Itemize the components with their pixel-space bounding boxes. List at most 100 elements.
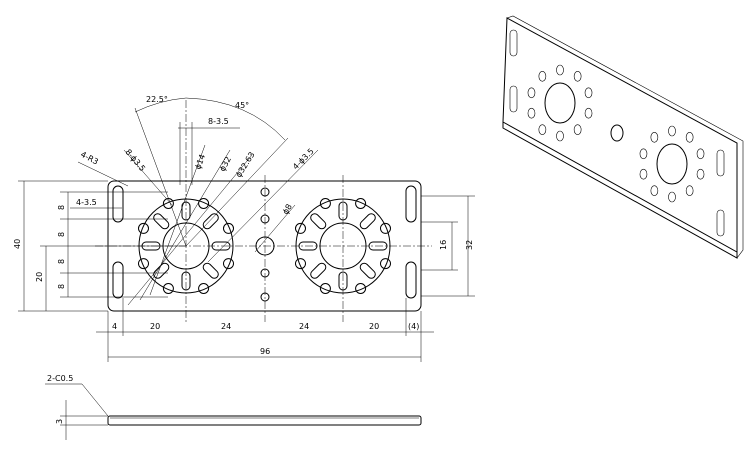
label-w20a: 20 (150, 322, 160, 331)
slot-hole (211, 241, 231, 251)
iso-middle-hole (610, 124, 624, 142)
slot-hole (298, 241, 318, 251)
round-hole (138, 222, 150, 234)
label-w20b: 20 (369, 322, 379, 331)
iso-hole (685, 185, 694, 196)
iso-hole (696, 168, 705, 180)
side-plate (107, 415, 422, 426)
leader-d32 (139, 149, 231, 301)
leader-d35-8 (123, 149, 173, 206)
angle-arc-small (134, 97, 187, 113)
iso-hole (527, 87, 536, 99)
iso-hole (556, 130, 564, 142)
vertical-dimensions-left: 40 20 8 8 8 8 4-3.5 (13, 180, 186, 312)
label-d35-8: 8-ϕ3.5 (123, 148, 147, 174)
round-hole (138, 258, 150, 270)
iso-plate-edge (506, 15, 744, 259)
label-r16: 16 (439, 240, 448, 250)
label-w4p: (4) (408, 322, 419, 331)
iso-hole (573, 71, 582, 82)
side-view: 2-C0.5 3 (45, 374, 422, 440)
iso-center-hole (544, 82, 576, 124)
label-r32: 32 (465, 240, 474, 250)
round-hole (198, 198, 210, 210)
horizontal-dimensions: 4 20 24 24 20 (4) 96 (96, 298, 434, 362)
iso-hole (584, 87, 593, 99)
slot-hole (181, 271, 191, 291)
iso-hole (527, 107, 536, 119)
middle-hole (260, 292, 270, 302)
round-hole (295, 258, 307, 270)
iso-slot (716, 209, 725, 237)
angle-arc-large (185, 97, 286, 141)
edge-slot (112, 261, 124, 299)
edge-slot (112, 185, 124, 223)
label-h40: 40 (13, 239, 22, 249)
iso-hole (650, 132, 659, 143)
slot-hole (202, 262, 219, 279)
slot-hole (338, 271, 348, 291)
leader-chamfer (81, 383, 109, 417)
label-w24a: 24 (221, 322, 231, 331)
vertical-dimensions-right: 32 16 (421, 195, 475, 297)
iso-hole (639, 148, 648, 160)
round-hole (222, 258, 234, 270)
round-hole (295, 222, 307, 234)
label-angle-small: 22.5° (146, 95, 168, 104)
label-chamfer: 2-C0.5 (47, 374, 73, 383)
label-holes-8: 8-3.5 (208, 117, 229, 126)
round-hole (198, 282, 210, 294)
iso-slot (509, 29, 518, 57)
left-round-holes (138, 198, 234, 294)
iso-hole (639, 168, 648, 180)
round-hole (379, 258, 391, 270)
label-v8b: 8 (57, 232, 66, 237)
label-d14: ϕ14 (193, 153, 207, 171)
label-h20: 20 (35, 272, 44, 282)
label-d8: ϕ8 (281, 203, 294, 216)
middle-hole (260, 214, 270, 224)
right-bolt-circle (295, 198, 391, 294)
angular-dimensions: 22.5° 45° 8-3.5 4-R3 8-ϕ3.5 ϕ14 ϕ32 ϕ32.… (77, 95, 319, 306)
iso-hole (538, 124, 547, 135)
round-hole (355, 198, 367, 210)
iso-hole (685, 132, 694, 143)
right-motor-pattern (295, 198, 391, 294)
iso-hole (650, 185, 659, 196)
slot-hole (359, 262, 376, 279)
round-hole (319, 198, 331, 210)
label-slot-4: 4-3.5 (76, 198, 97, 207)
iso-slot (716, 149, 725, 177)
leader-d35-4 (207, 149, 319, 263)
label-w24b: 24 (299, 322, 309, 331)
middle-hole (260, 187, 270, 197)
edge-slot (405, 185, 417, 223)
iso-hole (668, 125, 676, 137)
round-hole (355, 282, 367, 294)
angle-ray (134, 107, 187, 247)
leader-d14 (149, 144, 206, 296)
iso-hole (573, 124, 582, 135)
label-w96: 96 (260, 347, 270, 356)
iso-hole (556, 64, 564, 76)
round-hole (379, 222, 391, 234)
round-hole (222, 222, 234, 234)
slot-hole (310, 262, 327, 279)
round-hole (319, 282, 331, 294)
label-v8a: 8 (57, 205, 66, 210)
label-thick: 3 (55, 419, 64, 424)
leader-r3 (77, 161, 129, 187)
iso-hole (696, 148, 705, 160)
round-hole (162, 282, 174, 294)
isometric-view (502, 15, 744, 259)
iso-plate-side (502, 122, 738, 259)
iso-hole (538, 71, 547, 82)
iso-slot (509, 85, 518, 113)
label-angle-large: 45° (235, 101, 249, 110)
slot-hole (181, 201, 191, 221)
leader-d3263 (127, 154, 253, 306)
iso-small-holes (527, 64, 705, 203)
leader-d8 (254, 204, 296, 253)
angle-ray (185, 137, 289, 247)
